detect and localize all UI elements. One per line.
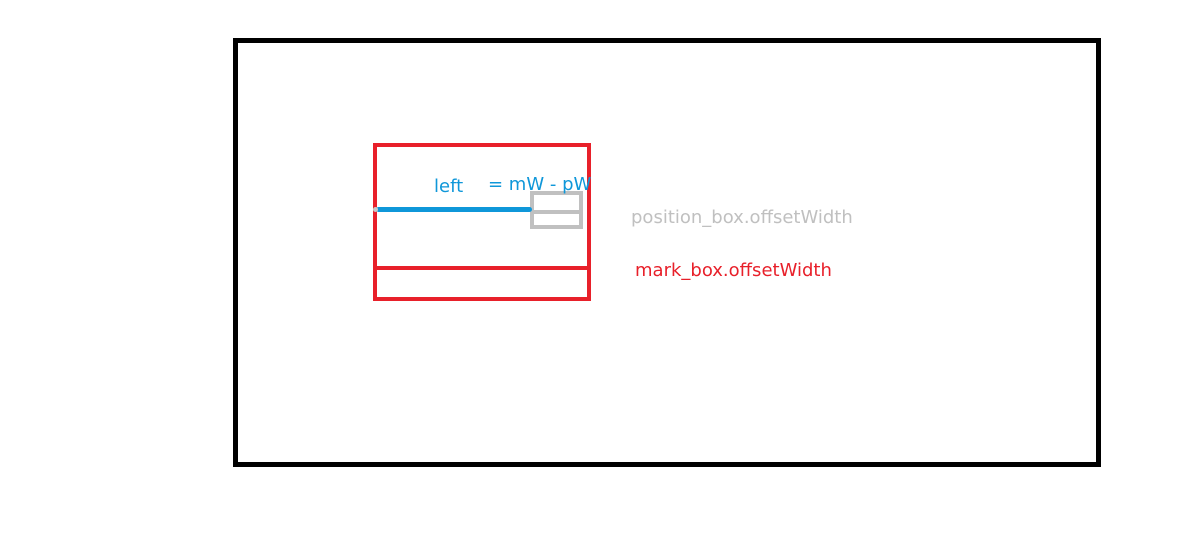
mark-box-width-label: mark_box.offsetWidth (635, 260, 832, 281)
outer-frame (233, 38, 1101, 467)
mark-box-divider (373, 266, 591, 270)
position-box-divider (530, 210, 583, 214)
formula-label: = mW - pW (488, 174, 592, 195)
left-line-start-dot (373, 207, 378, 212)
position-box-width-label: position_box.offsetWidth (631, 207, 853, 228)
mark-box (373, 143, 591, 301)
left-label: left (434, 176, 464, 197)
left-offset-line (376, 207, 532, 212)
